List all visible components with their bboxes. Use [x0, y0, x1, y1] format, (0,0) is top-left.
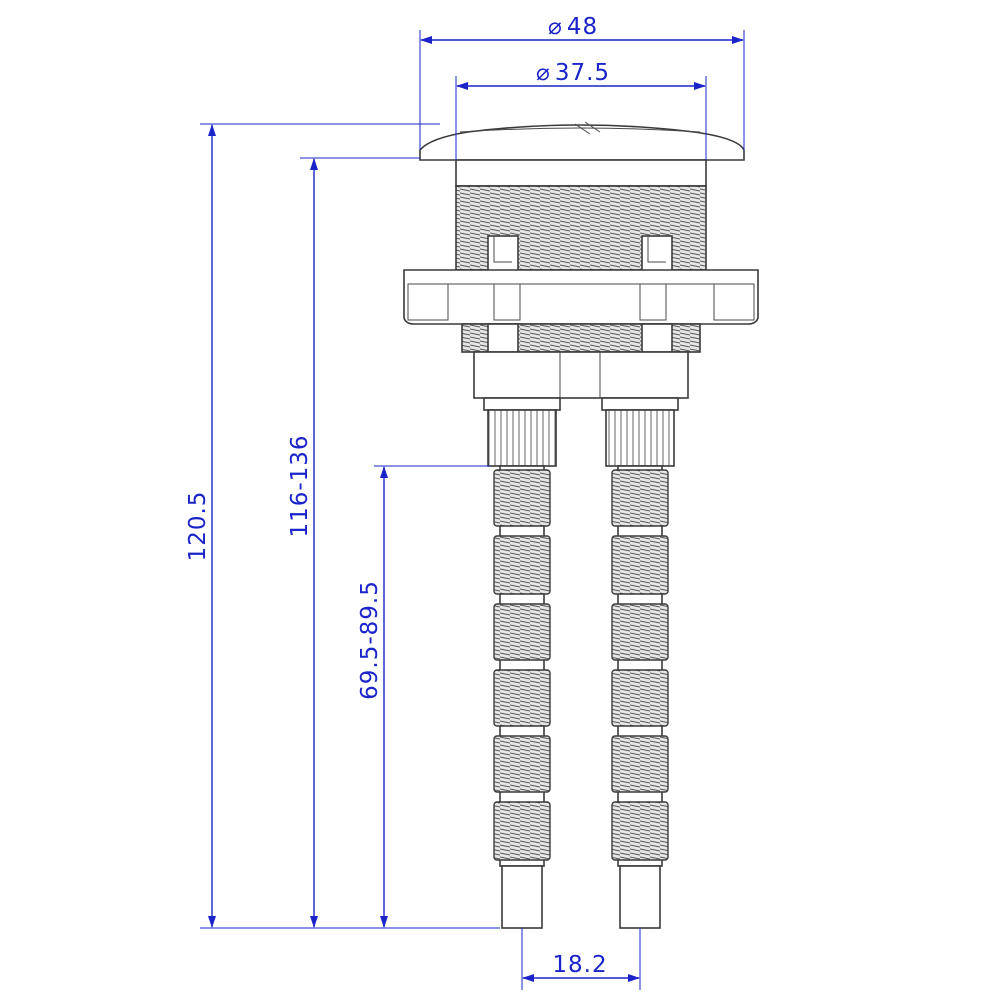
- outer-diameter-label: ⌀48: [548, 14, 598, 40]
- base-block: [473, 351, 689, 399]
- cable-left: [493, 465, 551, 929]
- button-cap: [419, 124, 745, 161]
- inner-diameter-label: ⌀37.5: [536, 60, 610, 86]
- adjustable-height-label: 116-136: [287, 434, 313, 537]
- total-height-label: 120.5: [185, 491, 211, 562]
- dimension-lines: [200, 30, 745, 990]
- cable-length-label: 69.5-89.5: [357, 580, 383, 700]
- left-connector-nut: [483, 397, 561, 411]
- cable-right: [611, 465, 669, 929]
- diameter-symbol: ⌀: [536, 60, 551, 86]
- diameter-symbol: ⌀: [548, 14, 563, 40]
- button-assembly: [403, 121, 759, 467]
- dimension-labels: ⌀48 ⌀37.5 120.5 116-136 69.5-89.5 18.2: [185, 14, 610, 978]
- right-connector-nut: [601, 397, 679, 411]
- cap-neck: [455, 159, 707, 187]
- lock-nut-flange: [403, 269, 759, 325]
- cable-spacing-label: 18.2: [552, 952, 607, 978]
